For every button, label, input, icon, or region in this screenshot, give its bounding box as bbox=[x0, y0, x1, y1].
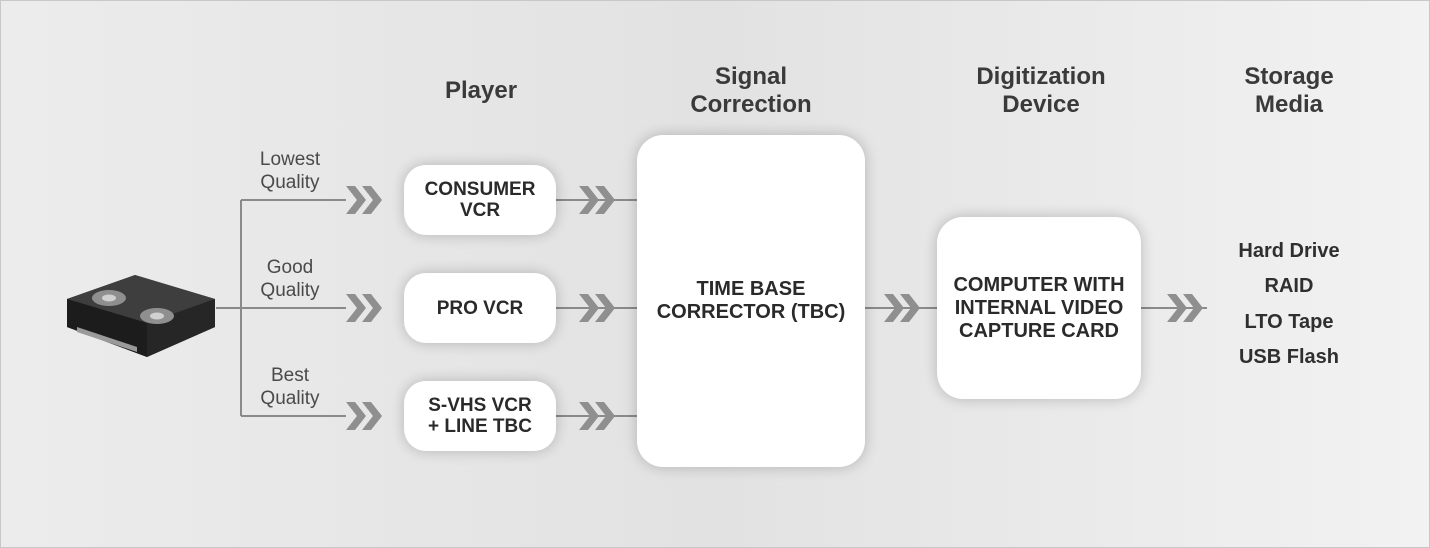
storage-item-hard-drive: Hard Drive bbox=[1238, 240, 1340, 262]
double-chevron-icon bbox=[346, 294, 382, 322]
storage-item-raid: RAID bbox=[1264, 275, 1314, 297]
storage-item-lto-tape: LTO Tape bbox=[1244, 311, 1334, 333]
pro-vcr-box: PRO VCR bbox=[404, 273, 556, 343]
storage-item-usb-flash: USB Flash bbox=[1238, 346, 1340, 368]
tbc-box: TIME BASE CORRECTOR (TBC) bbox=[637, 135, 865, 467]
header-player: Player bbox=[444, 77, 518, 104]
quality-label-best: Best Quality bbox=[260, 365, 320, 409]
double-chevron-icon bbox=[579, 402, 615, 430]
double-chevron-icon bbox=[1167, 294, 1203, 322]
quality-label-good: Good Quality bbox=[260, 257, 320, 301]
double-chevron-icon bbox=[884, 294, 920, 322]
header-digitization-device: Digitization Device bbox=[976, 63, 1106, 118]
svhs-vcr-box: S-VHS VCR + LINE TBC bbox=[404, 381, 556, 451]
consumer-vcr-box: CONSUMER VCR bbox=[404, 165, 556, 235]
double-chevron-icon bbox=[346, 402, 382, 430]
computer-capture-box: COMPUTER WITH INTERNAL VIDEO CAPTURE CAR… bbox=[937, 217, 1141, 399]
header-signal-correction: Signal Correction bbox=[690, 63, 812, 118]
quality-label-lowest: Lowest Quality bbox=[259, 149, 321, 193]
double-chevron-icon bbox=[579, 186, 615, 214]
double-chevron-icon bbox=[579, 294, 615, 322]
header-storage-media: Storage Media bbox=[1244, 63, 1334, 118]
double-chevron-icon bbox=[346, 186, 382, 214]
videotape-icon bbox=[67, 275, 215, 357]
